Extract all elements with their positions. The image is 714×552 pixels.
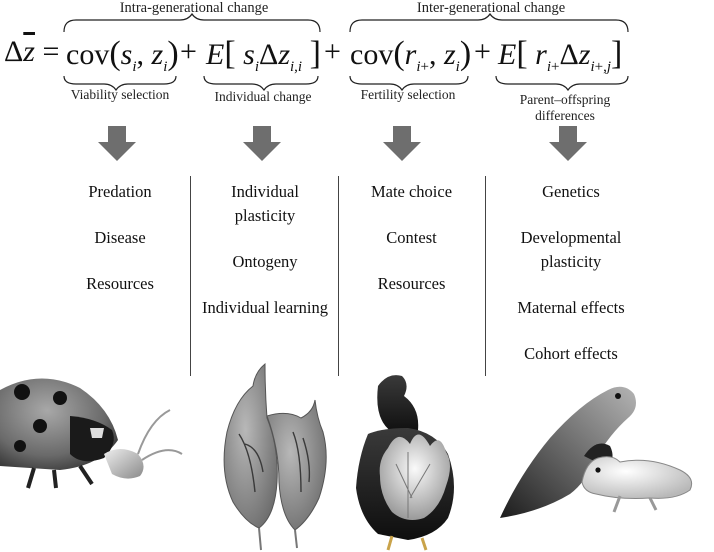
brace-t1 xyxy=(63,75,177,92)
price-equation: Δz = xyxy=(4,37,59,67)
daphnia-icon xyxy=(223,362,327,551)
column-divider xyxy=(485,176,486,376)
eq-op-3: + xyxy=(474,35,491,68)
list-item: Ontogeny xyxy=(232,252,298,271)
eq-term-fertility: cov(ri+, zi) xyxy=(350,35,472,75)
list-item: Contest xyxy=(386,228,437,247)
arrow-down-icon xyxy=(549,126,587,161)
grouse-icon xyxy=(356,375,454,551)
list-item: Genetics xyxy=(542,182,600,201)
list-item: Maternal effects xyxy=(517,298,625,317)
eq-op-1: + xyxy=(180,35,197,68)
arrow-down-icon xyxy=(383,126,421,161)
brace-t3 xyxy=(349,75,469,92)
arrow-down-icon xyxy=(243,126,281,161)
list-item: Individual plasticity xyxy=(231,182,299,225)
list-item: Individual learning xyxy=(201,298,328,317)
column-divider xyxy=(338,176,339,376)
seal-pup-icon xyxy=(500,386,693,518)
list-item: Predation xyxy=(88,182,152,201)
column-individual-change: Individual plasticity Ontogeny Individua… xyxy=(200,180,330,342)
eq-lhs: Δz = xyxy=(4,35,60,68)
column-viability: Predation Disease Resources xyxy=(50,180,190,318)
brace-intra xyxy=(63,12,321,33)
eq-term-parent-offspring: E[ ri+Δzi+,j] xyxy=(498,35,623,75)
label-viability-selection: Viability selection xyxy=(70,87,170,102)
list-item: Disease xyxy=(94,228,146,247)
brace-t4 xyxy=(495,75,629,92)
eq-op-2: + xyxy=(324,35,341,68)
list-item: Cohort effects xyxy=(524,344,618,363)
list-item: Mate choice xyxy=(370,182,453,201)
column-divider xyxy=(190,176,191,376)
list-item: Resources xyxy=(377,274,446,293)
list-item: Resources xyxy=(86,274,154,293)
label-parent-offspring: Parent–offspring differences xyxy=(519,92,611,123)
list-item: Developmental plasticity xyxy=(520,228,622,271)
brace-t2 xyxy=(203,75,319,92)
label-fertility-selection: Fertility selection xyxy=(360,87,456,102)
eq-term-viability: cov(si, zi) xyxy=(66,35,179,75)
inter-generational-header: Inter-generational change xyxy=(416,0,566,16)
brace-inter xyxy=(349,12,629,33)
column-fertility: Mate choice Contest Resources xyxy=(344,180,479,318)
eq-term-individual: E[ siΔzi,i ] xyxy=(206,35,321,75)
intra-generational-header: Intra-generational change xyxy=(119,0,269,16)
label-individual-change: Individual change xyxy=(214,89,312,104)
arrow-down-icon xyxy=(98,126,136,161)
ladybird-aphid-icon xyxy=(0,378,183,489)
column-parent-offspring: Genetics Developmental plasticity Matern… xyxy=(496,180,646,388)
